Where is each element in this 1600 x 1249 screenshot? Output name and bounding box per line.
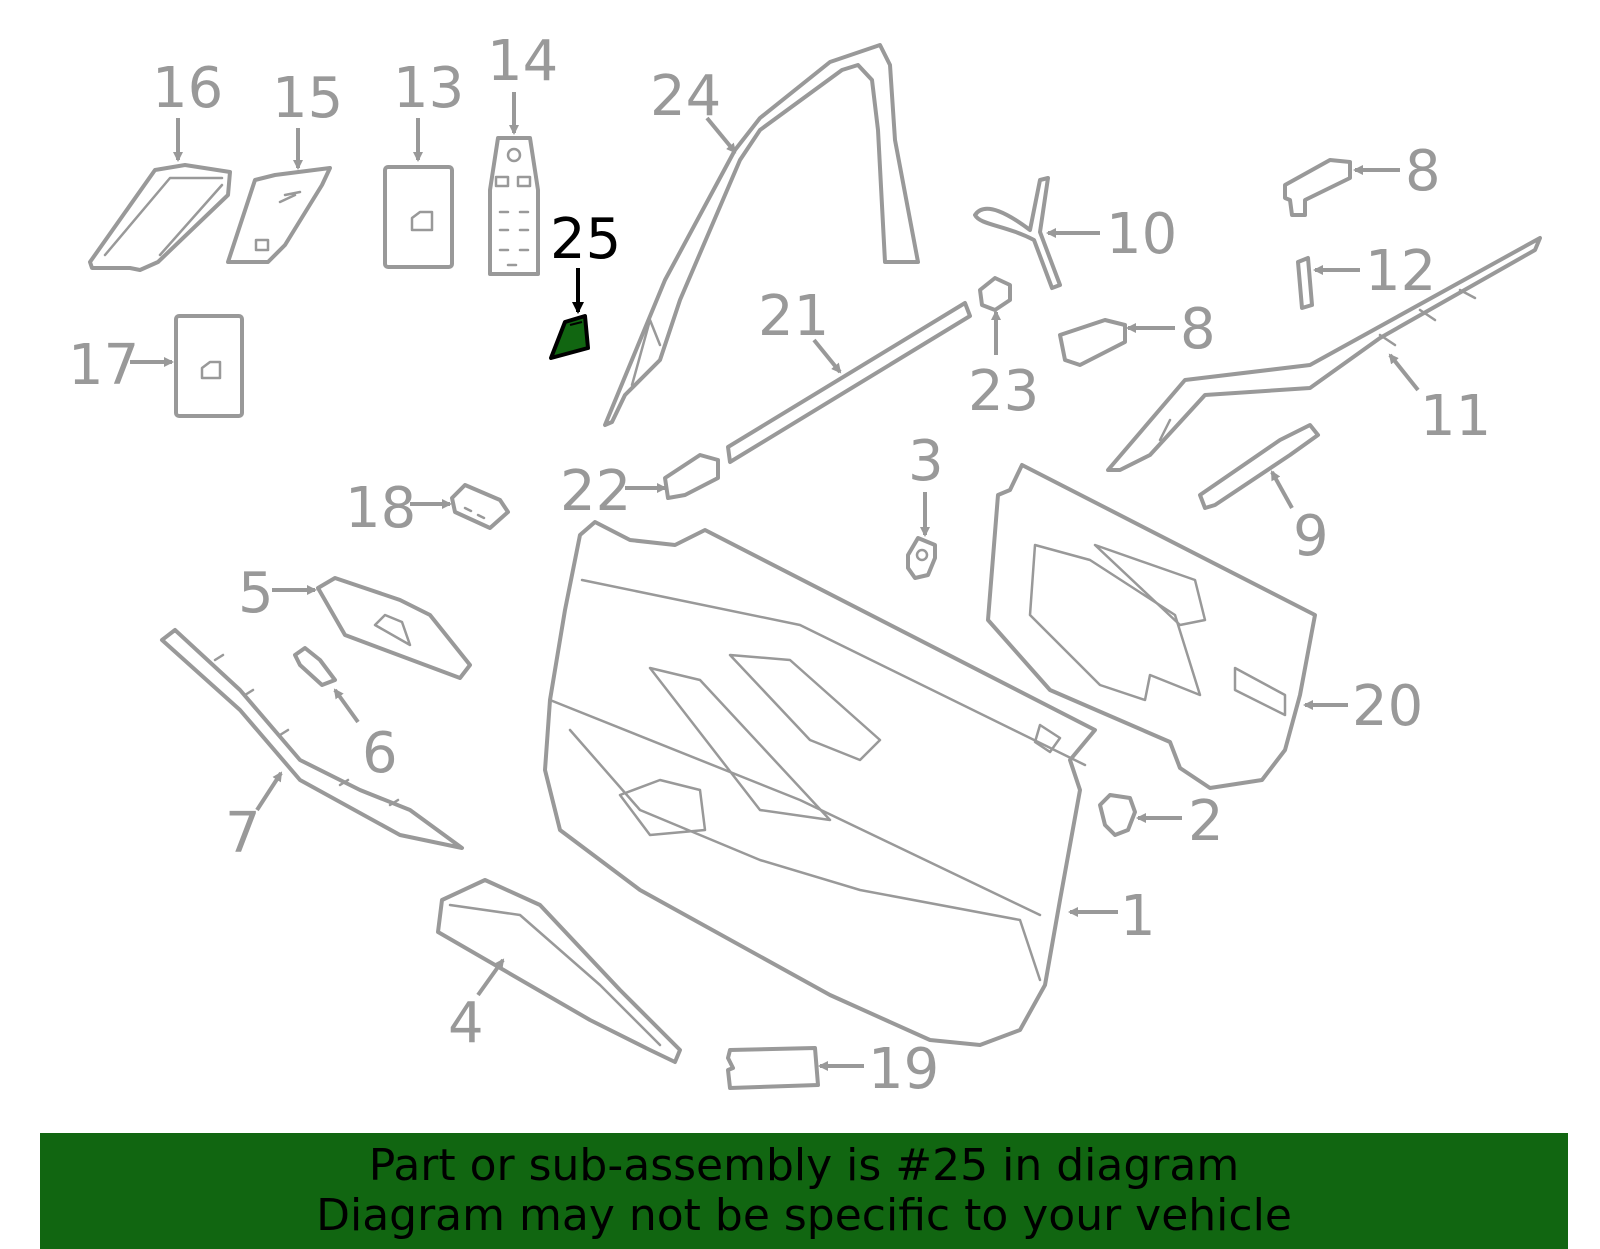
part-14 <box>488 136 540 276</box>
part-20 <box>986 463 1317 790</box>
part-7 <box>160 628 464 850</box>
part-19 <box>726 1046 820 1090</box>
part-labels: 16 15 13 14 25 17 24 21 10 23 8 12 8 11 … <box>68 29 1491 1102</box>
label-19: 19 <box>868 1037 939 1102</box>
label-15: 15 <box>272 66 343 131</box>
parts-diagram: 16 15 13 14 25 17 24 21 10 23 8 12 8 11 … <box>68 29 1542 1102</box>
label-10: 10 <box>1106 202 1177 267</box>
part-22 <box>663 453 720 500</box>
label-22: 22 <box>560 459 631 524</box>
part-8-top <box>1283 158 1352 217</box>
label-2: 2 <box>1188 789 1224 854</box>
part-1 <box>543 520 1097 1047</box>
label-6: 6 <box>362 721 398 786</box>
label-25-highlighted: 25 <box>550 207 621 272</box>
part-23 <box>978 276 1012 312</box>
label-18: 18 <box>345 476 416 541</box>
part-13 <box>383 165 454 269</box>
part-9 <box>1198 423 1320 510</box>
label-3: 3 <box>908 429 944 494</box>
label-5: 5 <box>238 561 274 626</box>
part-24 <box>603 43 920 427</box>
part-6 <box>293 646 337 687</box>
label-1: 1 <box>1120 884 1156 949</box>
label-8-top: 8 <box>1405 139 1441 204</box>
part-16 <box>88 163 232 272</box>
label-7: 7 <box>225 801 261 866</box>
label-21: 21 <box>758 284 829 349</box>
info-banner: Part or sub-assembly is #25 in diagram D… <box>40 1133 1568 1249</box>
part-17 <box>174 314 244 418</box>
part-4 <box>436 878 682 1064</box>
part-3 <box>906 536 937 580</box>
part-18 <box>450 483 510 530</box>
part-5 <box>316 576 472 680</box>
label-11: 11 <box>1420 384 1491 449</box>
label-8-lower: 8 <box>1180 297 1216 362</box>
label-14: 14 <box>487 29 558 94</box>
part-10 <box>973 176 1062 290</box>
label-23: 23 <box>968 359 1039 424</box>
label-16: 16 <box>152 56 223 121</box>
part-15 <box>226 166 332 264</box>
part-21 <box>726 301 972 464</box>
label-20: 20 <box>1352 674 1423 739</box>
label-9: 9 <box>1293 504 1329 569</box>
label-24: 24 <box>650 64 721 129</box>
label-4: 4 <box>448 991 484 1056</box>
label-17: 17 <box>68 333 139 398</box>
banner-line-2: Diagram may not be specific to your vehi… <box>316 1190 1292 1241</box>
label-13: 13 <box>393 56 464 121</box>
part-11 <box>1106 236 1542 472</box>
part-12 <box>1296 256 1314 310</box>
part-2 <box>1098 793 1137 837</box>
leader-lines <box>130 92 1420 1071</box>
banner-line-1: Part or sub-assembly is #25 in diagram <box>368 1140 1240 1191</box>
label-12: 12 <box>1365 239 1436 304</box>
part-8-lower <box>1058 318 1127 367</box>
part-25-highlighted <box>549 314 590 360</box>
